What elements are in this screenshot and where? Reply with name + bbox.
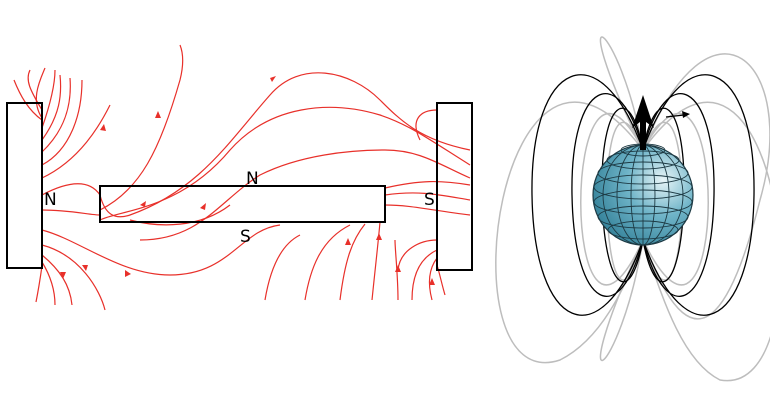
field-line <box>27 69 43 111</box>
field-line <box>495 101 644 364</box>
field-line <box>41 224 281 276</box>
field-line <box>384 180 471 189</box>
field-line <box>41 74 62 141</box>
globe-grid <box>593 143 693 246</box>
field-line <box>35 265 43 303</box>
field-line <box>41 209 101 216</box>
field-line <box>41 77 71 153</box>
field-line <box>264 234 301 301</box>
field-line <box>41 72 471 218</box>
earth-globe <box>592 143 694 246</box>
field-line <box>13 79 43 121</box>
arrow-icon <box>125 270 131 277</box>
bar-magnet-north-label: N <box>246 169 259 189</box>
field-line <box>394 239 399 301</box>
bar-magnet <box>99 185 386 223</box>
field-line <box>384 204 471 216</box>
right-magnet <box>436 102 473 271</box>
field-line <box>41 79 83 166</box>
arrow-icon <box>200 203 206 210</box>
field-lines <box>13 44 471 311</box>
field-line <box>41 261 56 306</box>
field-line <box>304 224 351 301</box>
field-line <box>642 93 715 297</box>
arrow-icon <box>270 76 276 82</box>
field-line <box>428 257 438 301</box>
right-magnet-pole-label: S <box>424 190 435 210</box>
field-line <box>397 239 438 271</box>
field-line <box>571 93 644 297</box>
arrow-icon <box>82 265 88 271</box>
field-line <box>411 249 438 301</box>
arrow-icon <box>429 278 435 285</box>
field-line <box>41 254 73 306</box>
arrow-icon <box>376 233 382 240</box>
field-line <box>41 244 106 311</box>
field-line <box>599 36 644 362</box>
field-line <box>531 74 644 316</box>
arrow-icon <box>155 111 161 118</box>
arrow-icon <box>395 265 401 272</box>
field-line <box>642 101 770 382</box>
arrow-icon <box>60 272 66 279</box>
field-line <box>99 106 471 221</box>
field-line <box>415 109 438 141</box>
field-line <box>35 67 46 119</box>
field-line <box>99 44 184 211</box>
field-line <box>642 53 770 320</box>
arrow-icon <box>345 238 351 245</box>
field-line <box>371 221 381 301</box>
field-line <box>642 74 755 316</box>
bar-magnet-south-label: S <box>240 227 251 247</box>
arrow-icon <box>140 201 146 207</box>
field-direction-arrows <box>60 76 435 285</box>
arrow-icon <box>100 124 106 131</box>
field-line <box>339 223 366 301</box>
dipole-arrow-icon <box>632 95 654 150</box>
rotation-arrow-icon <box>665 111 690 118</box>
field-line <box>139 149 471 241</box>
left-magnet-pole-label: N <box>44 190 57 210</box>
left-magnet <box>6 102 43 269</box>
field-line <box>384 192 471 201</box>
field-line <box>580 112 644 286</box>
field-line <box>642 112 709 286</box>
field-line <box>41 104 111 179</box>
field-line <box>41 69 56 129</box>
